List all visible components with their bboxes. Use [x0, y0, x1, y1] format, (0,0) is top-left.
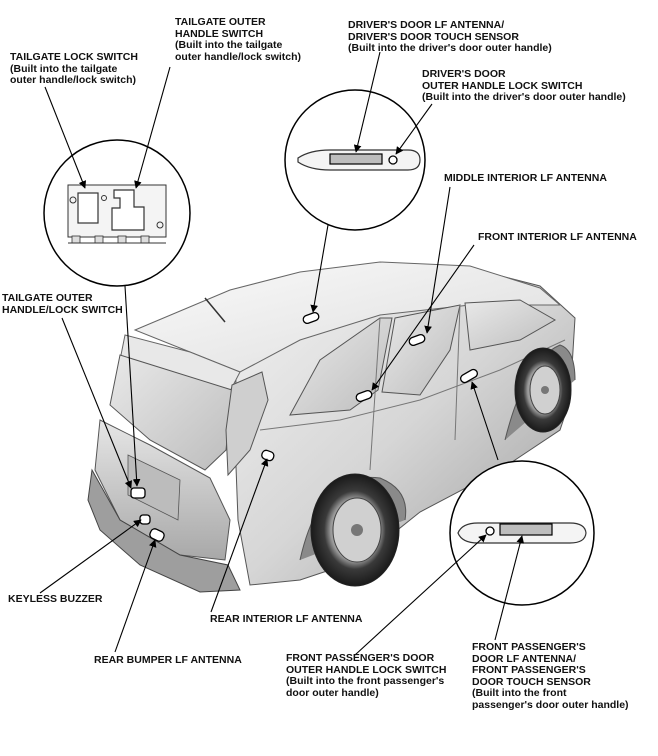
tailgate-handle-marker	[130, 487, 146, 499]
front-wheel	[514, 347, 572, 433]
label-drivers-door-lf-antenna: DRIVER'S DOOR LF ANTENNA/ DRIVER'S DOOR …	[348, 19, 552, 54]
label-rear-bumper-lf-antenna: REAR BUMPER LF ANTENNA	[94, 654, 242, 666]
rear-door-antenna-marker	[355, 389, 373, 403]
leader-passenger-zoom	[470, 381, 499, 461]
leader-passenger-lock-switch	[354, 534, 487, 656]
leader-rear-interior-lf-antenna	[210, 458, 269, 613]
leader-rear-bumper-lf-antenna	[114, 539, 157, 653]
leader-tailgate-outer-handle-lock	[61, 317, 132, 489]
leader-middle-interior-lf-antenna	[424, 186, 451, 334]
front-interior-antenna-marker	[408, 333, 426, 347]
label-tailgate-lock-switch: TAILGATE LOCK SWITCH (Built into the tai…	[10, 51, 138, 86]
front-door-handle-marker	[460, 368, 478, 384]
leader-passenger-lf-antenna	[494, 535, 524, 641]
label-keyless-buzzer: KEYLESS BUZZER	[8, 593, 103, 605]
driver-handle-detail	[284, 89, 426, 231]
passenger-handle-detail	[449, 460, 595, 606]
leader-lines	[39, 51, 524, 656]
label-drivers-door-lock-switch: DRIVER'S DOOR OUTER HANDLE LOCK SWITCH (…	[422, 68, 626, 103]
leader-tailgate-zoom	[124, 285, 141, 487]
middle-interior-antenna-marker	[302, 311, 320, 325]
keyless-buzzer-marker	[139, 514, 151, 525]
label-tailgate-outer-handle-switch: TAILGATE OUTER HANDLE SWITCH (Built into…	[175, 16, 302, 63]
leader-driver-zoom	[310, 224, 329, 313]
leader-tailgate-lock-switch	[44, 86, 87, 189]
label-rear-interior-lf-antenna: REAR INTERIOR LF ANTENNA	[210, 613, 363, 625]
leader-front-interior-lf-antenna	[371, 244, 475, 391]
rear-wheel	[310, 473, 400, 587]
leader-driver-lock-switch	[395, 103, 433, 155]
tailgate-switch-detail	[43, 139, 191, 287]
leader-keyless-buzzer	[39, 519, 142, 594]
component-markers	[130, 311, 478, 542]
label-middle-interior-lf-antenna: MIDDLE INTERIOR LF ANTENNA	[444, 172, 607, 184]
label-front-interior-lf-antenna: FRONT INTERIOR LF ANTENNA	[478, 231, 637, 243]
leader-tailgate-outer-handle-switch	[134, 66, 171, 189]
label-tailgate-outer-handle-lock-switch: TAILGATE OUTER HANDLE/LOCK SWITCH	[2, 292, 123, 316]
label-front-passenger-door-lf-antenna: FRONT PASSENGER'S DOOR LF ANTENNA/ FRONT…	[472, 641, 629, 711]
label-front-passenger-door-lock-switch: FRONT PASSENGER'S DOOR OUTER HANDLE LOCK…	[286, 652, 447, 699]
leader-driver-lf-antenna	[353, 51, 381, 153]
